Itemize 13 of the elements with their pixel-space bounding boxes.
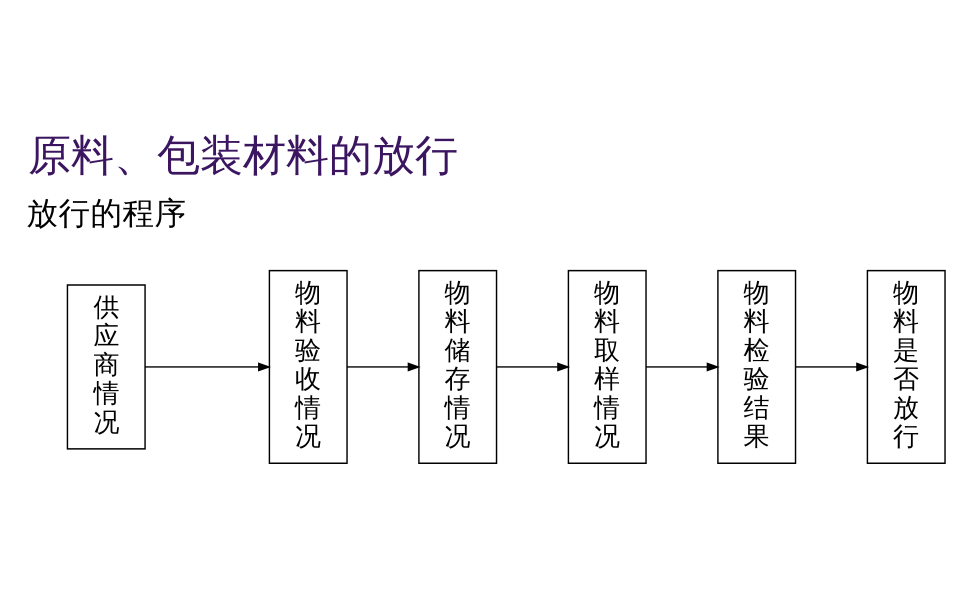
diagram-title: 原料、包装材料的放行 <box>28 130 458 180</box>
arrow <box>796 362 870 371</box>
arrow <box>646 362 720 371</box>
node-box: 物料是否放行 <box>866 269 946 464</box>
arrow <box>347 362 421 371</box>
node-box: 物料验收情况 <box>268 269 348 464</box>
label: 放行的程序 <box>26 196 186 232</box>
arrow <box>496 362 570 371</box>
node-box: 物料储存情况 <box>418 269 498 464</box>
node-box: 物料检验结果 <box>717 269 796 464</box>
node-box: 物料取样情况 <box>568 269 647 464</box>
arrow <box>145 362 271 371</box>
node-box: 供应商情况 <box>66 284 146 450</box>
